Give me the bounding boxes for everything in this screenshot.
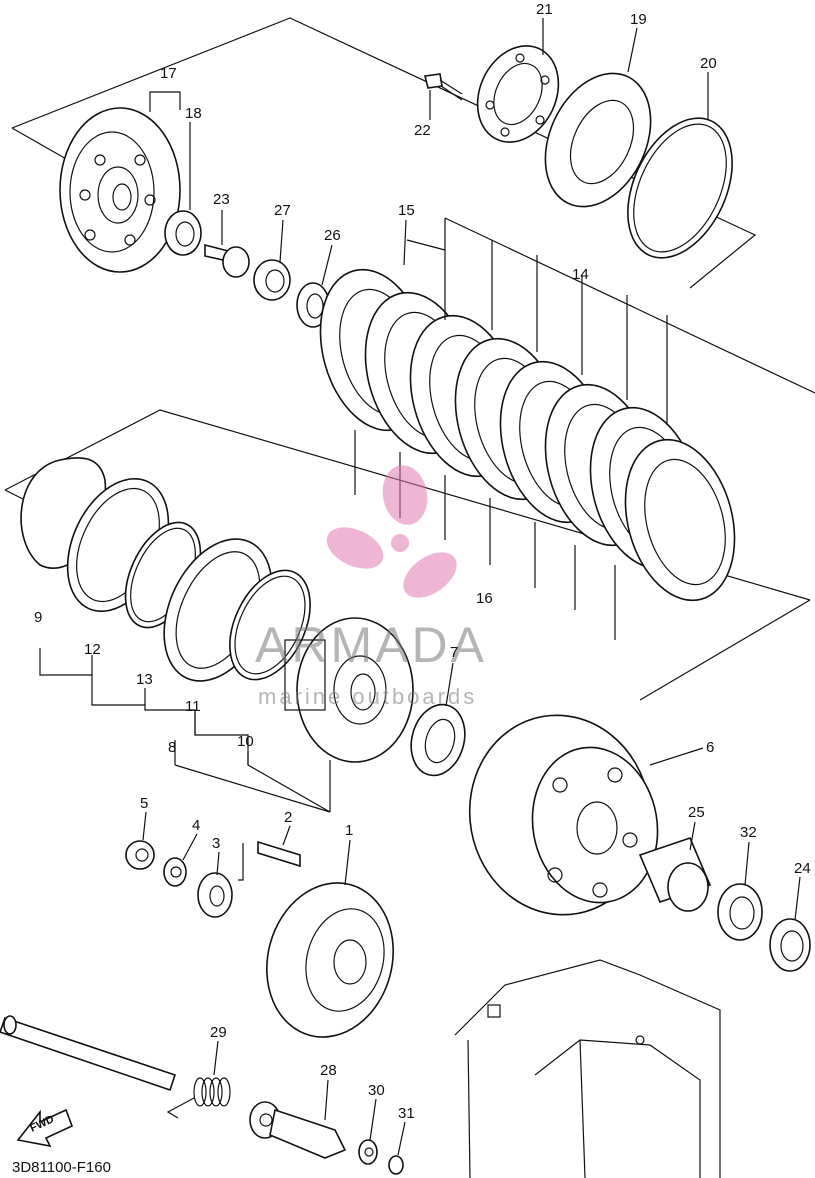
push-lever (249, 1101, 347, 1159)
callout-1: 1 (345, 822, 353, 839)
lower-left-leaders (39, 648, 331, 813)
cushion-plate (544, 72, 652, 208)
callout-27: 27 (274, 202, 291, 219)
retaining-plate (476, 45, 560, 143)
bearing (164, 210, 202, 256)
callout-31: 31 (398, 1105, 415, 1122)
pressure-plate (59, 107, 181, 273)
callout-14: 14 (572, 266, 589, 283)
callout-26: 26 (324, 227, 341, 244)
straight-key (238, 840, 301, 881)
callout-4: 4 (192, 817, 200, 834)
callout-19: 19 (630, 11, 647, 28)
armada-watermark: ARMADA marine outboards (255, 465, 487, 709)
callout-10: 10 (237, 733, 254, 750)
plate-stack-outline (406, 217, 815, 701)
return-spring (166, 1077, 231, 1119)
callout-32: 32 (740, 824, 757, 841)
plain-washer (769, 918, 811, 972)
thrust-washer (410, 703, 466, 777)
callout-29: 29 (210, 1024, 227, 1041)
callout-3: 3 (212, 835, 220, 852)
callout-28: 28 (320, 1062, 337, 1079)
callout-20: 20 (700, 55, 717, 72)
drawing-code: 3D81100-F160 (12, 1159, 111, 1176)
callout-5: 5 (140, 795, 148, 812)
callout-18: 18 (185, 105, 202, 122)
callout-30: 30 (368, 1082, 385, 1099)
callout-11: 11 (185, 698, 201, 715)
plate-stack-leaders (354, 240, 668, 640)
watermark-brand: ARMADA (255, 617, 487, 673)
callout-17: 17 (160, 65, 177, 82)
wire-ring (627, 117, 733, 259)
callout-6: 6 (706, 739, 714, 756)
gear-nut (717, 883, 763, 941)
friction-plate-stack (319, 268, 736, 602)
collar (638, 837, 712, 912)
callout-23: 23 (213, 191, 230, 208)
callout-24: 24 (794, 860, 811, 877)
callout-2: 2 (284, 809, 292, 826)
clutch-housing (468, 714, 659, 916)
callout-21: 21 (536, 1, 553, 18)
callout-9: 9 (34, 609, 42, 626)
push-rod-long (0, 1015, 177, 1092)
clutch-boss (284, 617, 414, 763)
callout-13: 13 (136, 671, 153, 688)
callout-25: 25 (688, 804, 705, 821)
callout-12: 12 (84, 641, 101, 658)
callout-leaders (142, 18, 801, 1156)
bolt (424, 73, 463, 101)
lock-washer-small (163, 857, 187, 887)
primary-drive-gear (266, 882, 394, 1038)
lever-washer (358, 1139, 378, 1165)
callout-16: 16 (476, 590, 493, 607)
locknut (253, 259, 291, 301)
callout-8: 8 (168, 739, 176, 756)
lever-clip (388, 1155, 404, 1175)
callout-7: 7 (450, 644, 458, 661)
callout-15: 15 (398, 202, 415, 219)
crankcase-outline (454, 959, 721, 1178)
hex-nut (125, 840, 155, 870)
part-callouts: 21 19 20 22 17 18 23 27 26 15 14 16 9 12… (34, 1, 811, 1122)
callout-22: 22 (414, 122, 431, 139)
propeller-logo-icon (326, 465, 457, 598)
watermark-tagline: marine outboards (258, 684, 477, 709)
thrust-plate (197, 872, 233, 918)
fwd-arrow-icon: FWD (16, 1108, 74, 1148)
push-rod-short (204, 243, 250, 278)
